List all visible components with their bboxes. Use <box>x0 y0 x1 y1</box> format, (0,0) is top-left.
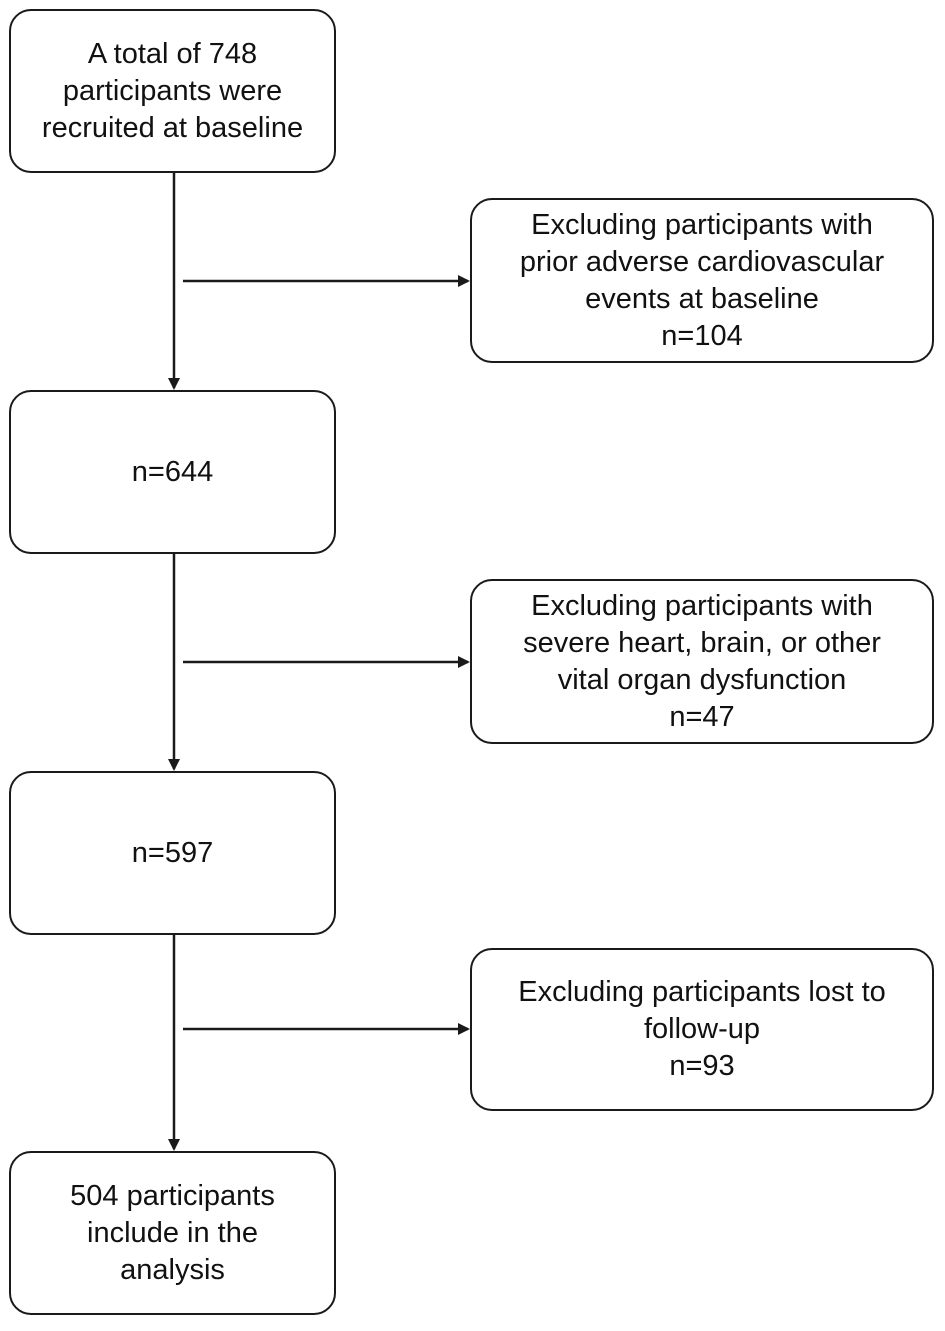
exclusion-2-line: vital organ dysfunction <box>557 663 847 696</box>
remaining-box-2: n=597 <box>9 771 336 935</box>
remaining-2-count: n=597 <box>131 836 214 869</box>
exclusion-2-line: Excluding participants with <box>531 589 873 622</box>
baseline-line: A total of 748 <box>87 37 258 70</box>
baseline-box: A total of 748 participants were recruit… <box>9 9 336 173</box>
exclusion-1-count: n=104 <box>661 319 743 352</box>
exclusion-box-2: Excluding participants with severe heart… <box>470 579 934 744</box>
baseline-line: participants were <box>62 74 283 107</box>
exclusion-3-line: Excluding participants lost to <box>518 976 886 1008</box>
final-line: include in the <box>87 1216 258 1249</box>
exclusion-1-line: Excluding participants with <box>531 208 873 241</box>
exclusion-1-line: events at baseline <box>585 282 819 315</box>
exclusion-box-1: Excluding participants with prior advers… <box>470 198 934 363</box>
exclusion-3-line: follow-up <box>643 1013 761 1045</box>
baseline-line: recruited at baseline <box>41 111 304 144</box>
final-line: 504 participants <box>70 1179 275 1212</box>
exclusion-3-count: n=93 <box>669 1050 735 1082</box>
exclusion-2-line: severe heart, brain, or other <box>523 626 881 659</box>
final-line: analysis <box>120 1253 225 1286</box>
remaining-1-count: n=644 <box>131 455 214 488</box>
final-analysis-box: 504 participants include in the analysis <box>9 1151 336 1315</box>
exclusion-box-3: Excluding participants lost to follow-up… <box>470 948 934 1111</box>
exclusion-2-count: n=47 <box>669 700 735 733</box>
exclusion-1-line: prior adverse cardiovascular <box>519 245 885 278</box>
remaining-box-1: n=644 <box>9 390 336 554</box>
